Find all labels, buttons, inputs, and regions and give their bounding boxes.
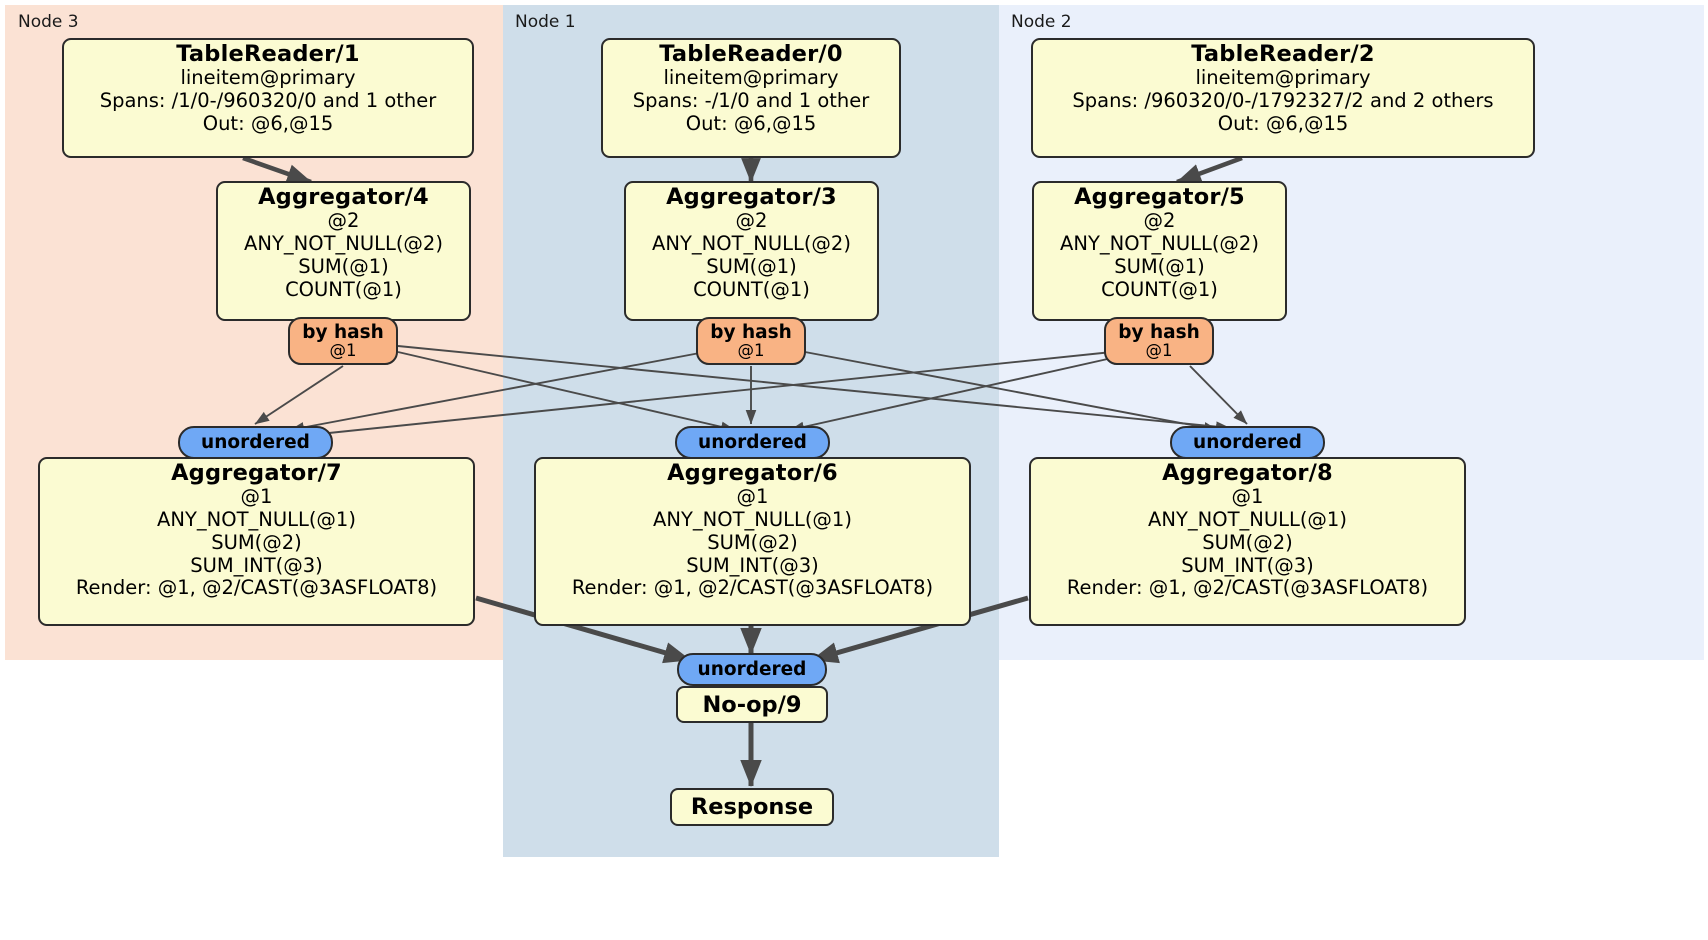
box-title: Aggregator/7	[171, 460, 342, 486]
box-line-group: @2	[735, 209, 768, 233]
box-title: Response	[690, 794, 814, 820]
sync-unordered-left[interactable]: unordered	[178, 426, 333, 459]
box-line-agg1: ANY_NOT_NULL(@2)	[652, 232, 851, 256]
box-line-table: lineitem@primary	[663, 66, 839, 90]
router-label: by hash	[302, 322, 384, 343]
box-title: Aggregator/4	[258, 184, 429, 210]
box-line-render: Render: @1, @2/CAST(@3ASFLOAT8)	[571, 576, 934, 600]
box-title: No-op/9	[702, 691, 802, 718]
box-line-spans: Spans: /960320/0-/1792327/2 and 2 others	[1072, 89, 1494, 113]
router-by-hash-center[interactable]: by hash @1	[696, 317, 806, 365]
box-title: Aggregator/5	[1074, 184, 1245, 210]
box-line-group: @2	[1143, 209, 1176, 233]
box-table-reader-0[interactable]: TableReader/0 lineitem@primary Spans: -/…	[601, 38, 901, 158]
box-aggregator-3[interactable]: Aggregator/3 @2 ANY_NOT_NULL(@2) SUM(@1)…	[624, 181, 879, 321]
sync-unordered-final[interactable]: unordered	[677, 653, 827, 686]
box-line-agg3: SUM_INT(@3)	[190, 553, 323, 577]
box-aggregator-5[interactable]: Aggregator/5 @2 ANY_NOT_NULL(@2) SUM(@1)…	[1032, 181, 1287, 321]
box-line-agg2: SUM(@1)	[706, 254, 797, 278]
router-label: by hash	[710, 322, 792, 343]
box-response[interactable]: Response	[670, 788, 834, 826]
box-line-agg2: SUM(@2)	[707, 530, 798, 554]
node-label-node1: Node 1	[515, 12, 576, 32]
router-column: @1	[1145, 341, 1173, 361]
box-line-agg2: SUM(@2)	[211, 530, 302, 554]
box-line-out: Out: @6,@15	[685, 111, 817, 135]
box-line-agg1: ANY_NOT_NULL(@1)	[1148, 508, 1347, 532]
box-line-agg3: COUNT(@1)	[1101, 277, 1218, 301]
box-line-spans: Spans: -/1/0 and 1 other	[632, 89, 870, 113]
box-line-group: @1	[240, 485, 273, 509]
box-aggregator-8[interactable]: Aggregator/8 @1 ANY_NOT_NULL(@1) SUM(@2)…	[1029, 457, 1466, 626]
box-line-agg1: ANY_NOT_NULL(@1)	[653, 508, 852, 532]
box-noop-9[interactable]: No-op/9	[676, 686, 828, 723]
box-title: TableReader/2	[1191, 41, 1375, 67]
box-line-agg3: SUM_INT(@3)	[686, 553, 819, 577]
box-line-agg3: COUNT(@1)	[285, 277, 402, 301]
box-line-agg2: SUM(@1)	[1114, 254, 1205, 278]
router-column: @1	[737, 341, 765, 361]
box-title: Aggregator/8	[1162, 460, 1333, 486]
box-title: TableReader/1	[176, 41, 360, 67]
box-line-render: Render: @1, @2/CAST(@3ASFLOAT8)	[1066, 576, 1429, 600]
box-title: Aggregator/6	[667, 460, 838, 486]
sync-unordered-right[interactable]: unordered	[1170, 426, 1325, 459]
box-line-table: lineitem@primary	[1195, 66, 1371, 90]
router-by-hash-left[interactable]: by hash @1	[288, 317, 398, 365]
box-line-group: @2	[327, 209, 360, 233]
box-line-group: @1	[1231, 485, 1264, 509]
box-line-agg3: COUNT(@1)	[693, 277, 810, 301]
sync-unordered-center[interactable]: unordered	[675, 426, 830, 459]
router-label: by hash	[1118, 322, 1200, 343]
box-line-agg2: SUM(@1)	[298, 254, 389, 278]
box-line-render: Render: @1, @2/CAST(@3ASFLOAT8)	[75, 576, 438, 600]
box-aggregator-6[interactable]: Aggregator/6 @1 ANY_NOT_NULL(@1) SUM(@2)…	[534, 457, 971, 626]
box-line-out: Out: @6,@15	[202, 111, 334, 135]
router-by-hash-right[interactable]: by hash @1	[1104, 317, 1214, 365]
box-table-reader-1[interactable]: TableReader/1 lineitem@primary Spans: /1…	[62, 38, 474, 158]
box-title: Aggregator/3	[666, 184, 837, 210]
node-label-node3: Node 3	[18, 12, 79, 32]
box-line-agg1: ANY_NOT_NULL(@2)	[1060, 232, 1259, 256]
box-aggregator-7[interactable]: Aggregator/7 @1 ANY_NOT_NULL(@1) SUM(@2)…	[38, 457, 475, 626]
box-line-agg1: ANY_NOT_NULL(@1)	[157, 508, 356, 532]
box-line-agg2: SUM(@2)	[1202, 530, 1293, 554]
node-label-node2: Node 2	[1011, 12, 1072, 32]
box-aggregator-4[interactable]: Aggregator/4 @2 ANY_NOT_NULL(@2) SUM(@1)…	[216, 181, 471, 321]
box-line-agg3: SUM_INT(@3)	[1181, 553, 1314, 577]
box-line-agg1: ANY_NOT_NULL(@2)	[244, 232, 443, 256]
box-line-table: lineitem@primary	[180, 66, 356, 90]
box-line-out: Out: @6,@15	[1217, 111, 1349, 135]
box-line-spans: Spans: /1/0-/960320/0 and 1 other	[99, 89, 437, 113]
router-column: @1	[329, 341, 357, 361]
box-line-group: @1	[736, 485, 769, 509]
box-title: TableReader/0	[659, 41, 843, 67]
box-table-reader-2[interactable]: TableReader/2 lineitem@primary Spans: /9…	[1031, 38, 1535, 158]
